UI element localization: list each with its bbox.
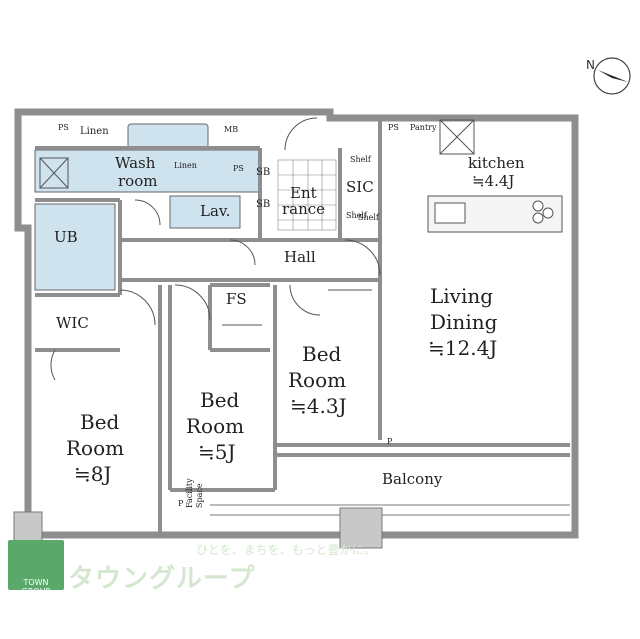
walls [14, 108, 579, 539]
label-bed-small-2: Room [288, 368, 347, 392]
label-wash-room-2: room [118, 172, 158, 190]
label-dining: Dining [430, 310, 498, 334]
label-linen-top: Linen [80, 126, 109, 137]
label-bed-small-1: Bed [302, 342, 342, 366]
label-lav: Lav. [200, 202, 231, 220]
label-linen-small: Linen [174, 161, 197, 170]
label-shelf-top: Shelf [350, 155, 371, 164]
interior-walls [35, 118, 570, 535]
label-bed-large-3: ≒8J [74, 462, 112, 486]
door-swings [50, 117, 381, 381]
label-ps-mid: PS [233, 164, 244, 173]
label-balcony: Balcony [382, 470, 443, 488]
label-wic: WIC [56, 314, 89, 332]
label-bed-mid-2: Room [186, 414, 245, 438]
closet-doors [39, 119, 475, 326]
label-fs: FS [226, 290, 247, 308]
label-kitchen-area: ≒4.4J [472, 172, 515, 190]
label-p-mark: P [178, 499, 184, 508]
compass-icon [593, 57, 631, 95]
label-bed-small-3: ≒4.3J [290, 394, 347, 418]
brand-name: タウングループ [68, 564, 256, 594]
label-facility-2: Space [195, 483, 204, 508]
label-wash-room-1: Wash [115, 154, 156, 172]
label-kitchen: kitchen [468, 154, 525, 172]
label-ps-balcony: P [387, 437, 393, 446]
label-ub: UB [54, 228, 78, 246]
kitchen-counter [427, 195, 563, 233]
label-shelf-a: Shelf [346, 211, 367, 220]
label-entrance-1: Ent [290, 184, 317, 202]
label-sb-1: SB [256, 167, 271, 178]
company-logo [8, 540, 64, 590]
label-entrance-2: rance [282, 200, 326, 218]
label-bed-large-2: Room [66, 436, 125, 460]
logo-caption: TOWN GROUP [21, 578, 51, 596]
label-ps-left: PS [58, 123, 69, 132]
label-facility-1: Facility [185, 478, 194, 508]
label-shelf-b: Shelf [358, 213, 379, 222]
label-bed-mid-1: Bed [200, 388, 240, 412]
label-pantry: Pantry [410, 123, 437, 132]
label-sic: SIC [346, 178, 374, 196]
label-bed-large-1: Bed [80, 410, 120, 434]
label-living-area: ≒12.4J [428, 336, 498, 360]
label-hall: Hall [284, 248, 316, 266]
label-mb: MB [224, 125, 239, 134]
brand-tagline: ひとを、まちを、もっと豊かに。 [196, 543, 376, 557]
balcony-rails [13, 504, 570, 549]
label-bed-mid-3: ≒5J [198, 440, 236, 464]
label-sb-2: SB [256, 199, 271, 210]
label-ps-right: PS [388, 123, 399, 132]
entrance-tiles [277, 159, 337, 231]
compass-label: N [586, 58, 595, 72]
label-living: Living [430, 284, 494, 308]
